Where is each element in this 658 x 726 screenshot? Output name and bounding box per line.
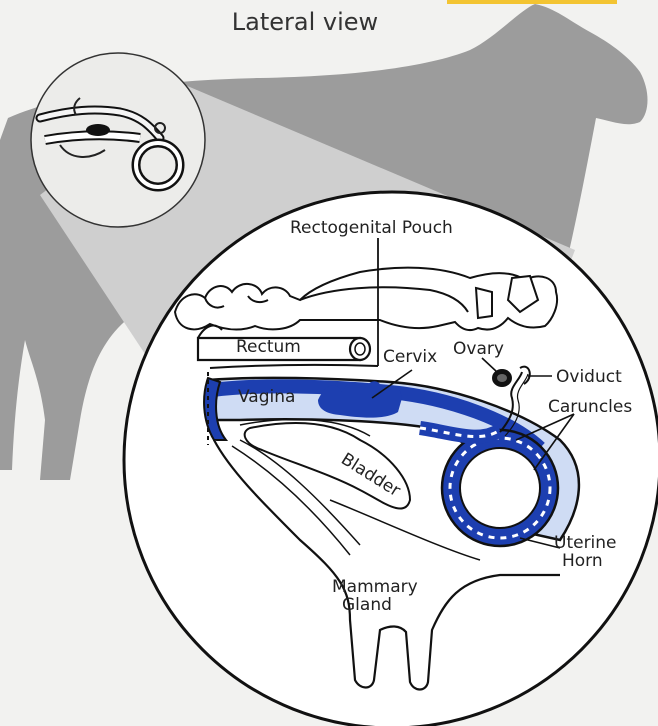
label-mammary-2: Gland [342,595,392,615]
label-vagina: Vagina [238,387,295,407]
page-title: Lateral view [200,8,410,36]
label-uterine-horn-2: Horn [562,551,603,571]
label-caruncles: Caruncles [548,397,632,417]
label-cervix: Cervix [383,347,437,367]
label-rectogenital-pouch: Rectogenital Pouch [290,218,453,238]
label-oviduct: Oviduct [556,367,622,387]
label-rectum: Rectum [236,337,301,357]
label-uterine-horn-1: Uterine [554,533,617,553]
label-ovary: Ovary [453,339,504,359]
label-mammary-1: Mammary [332,577,418,597]
yellow-tab [447,0,617,4]
